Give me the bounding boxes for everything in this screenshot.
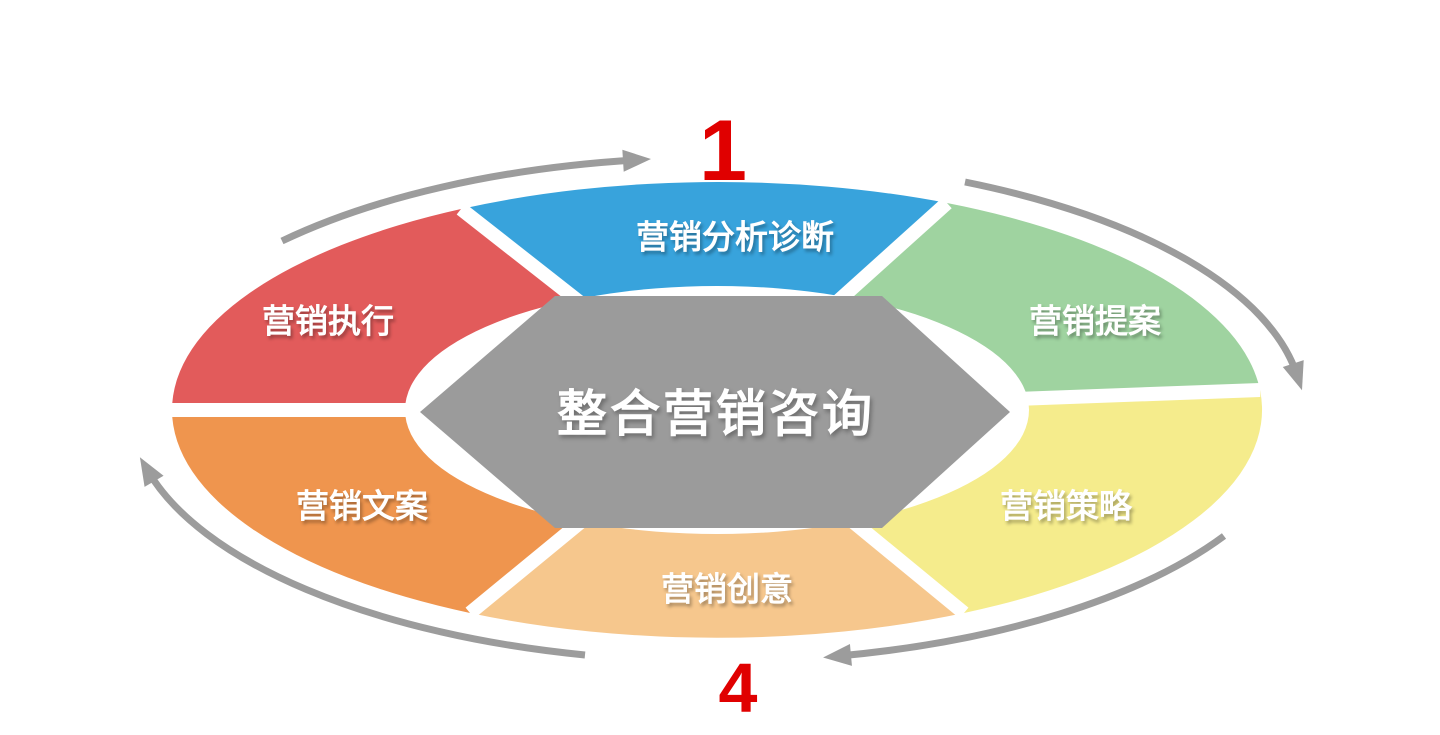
step-number-bottom: 4 [719,649,758,727]
cycle-arrow-bottom-left [139,457,586,659]
cycle-arrow-right [964,178,1304,391]
segment-label-proposal: 营销提案 [1029,303,1162,340]
cycle-arrow-bottom-right [823,533,1227,666]
segment-labels: 营销分析诊断 营销提案 营销策略 营销创意 营销文案 营销执行 [262,219,1162,608]
center-hexagon [420,296,1010,528]
segment-label-strategy: 营销策略 [1000,488,1133,525]
segment-label-creativity: 营销创意 [661,571,793,608]
segment-label-execution: 营销执行 [262,303,394,340]
segment-label-analysis: 营销分析诊断 [636,219,834,256]
step-number-top: 1 [699,103,747,199]
segment-label-copywriting: 营销文案 [296,488,429,525]
cycle-arrows [139,149,1304,666]
center-label: 整合营销咨询 [557,386,875,442]
cycle-arrow-top-left [280,149,651,245]
